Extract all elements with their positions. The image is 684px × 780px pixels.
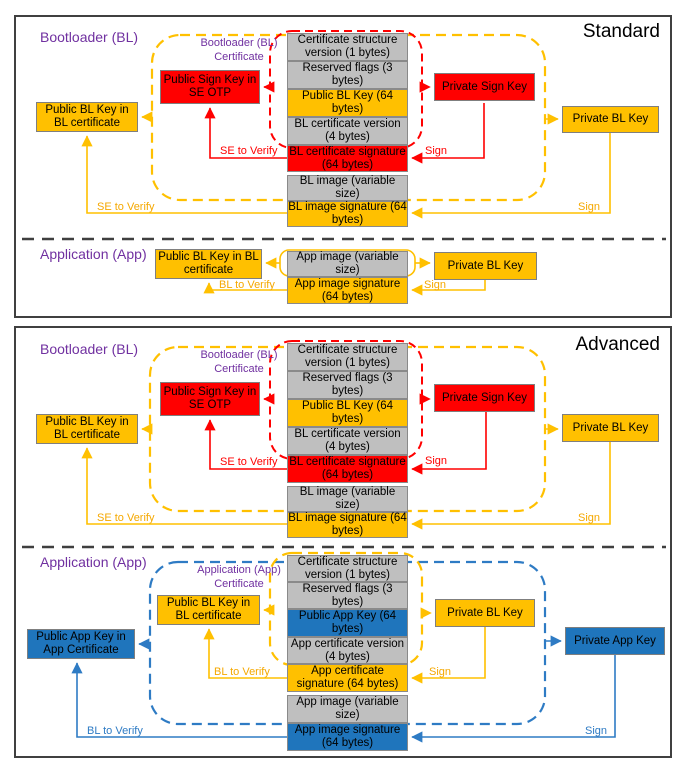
bl-certificate-label: Bootloader (BL) Certificate <box>200 349 278 375</box>
se-to-verify-label: SE to Verify <box>97 201 155 213</box>
bl-section-label: Bootloader (BL) <box>40 341 139 357</box>
sign-label: Sign <box>425 145 448 157</box>
sign-label: Sign <box>429 666 452 678</box>
public-sign-key-node: Public Sign Key in SE OTP <box>160 382 260 416</box>
bl-to-verify-label: BL to Verify <box>87 725 143 737</box>
panel-title: Advanced <box>575 334 660 355</box>
app-cert-stack-row: App certificate signature (64 bytes) <box>287 664 408 692</box>
sign-app-arrow <box>411 280 486 296</box>
se-to-verify-label: SE to Verify <box>97 512 155 524</box>
inner-public-bl-key-node: Public BL Key in BL certificate <box>157 595 260 625</box>
sign-label: Sign <box>578 201 601 213</box>
cert-stack-row: Public BL Key (64 bytes) <box>287 399 408 427</box>
bl-to-verify-label: BL to Verify <box>214 666 270 678</box>
cert-stack-row: Reserved flags (3 bytes) <box>287 371 408 399</box>
sign-label: Sign <box>578 512 601 524</box>
public-app-key-node: Public App Key in App Certificate <box>27 629 135 659</box>
app-cert-stack-row: App certificate version (4 bytes) <box>287 637 408 664</box>
image-stack-row: BL image signature (64 bytes) <box>287 201 408 227</box>
app-private-bl-key-node: Private BL Key <box>434 252 537 280</box>
cert-stack-row: Certificate structure version (1 bytes) <box>287 33 408 61</box>
se-verify-cert-arrow <box>204 107 287 159</box>
bl-verify-app-arrow <box>203 282 287 294</box>
app-private-bl-key-node: Private BL Key <box>435 599 535 627</box>
sign-image-arrow <box>411 133 611 219</box>
cert-stack-row: Reserved flags (3 bytes) <box>287 61 408 89</box>
app-cert-stack-row: Public App Key (64 bytes) <box>287 609 408 637</box>
panel-title: Standard <box>582 21 660 42</box>
cert-stack-row: BL certificate version (4 bytes) <box>287 427 408 455</box>
se-verify-image-arrow <box>81 447 287 525</box>
panel-advanced: Advanced Bootloader (BL) Bootloader (BL)… <box>14 326 672 758</box>
app-image-row: App image (variable size) <box>287 251 408 277</box>
app-cert-stack-row: Certificate structure version (1 bytes) <box>287 555 408 582</box>
sign-app-image-arrow <box>411 655 616 743</box>
sign-app-cert-arrow <box>411 627 486 684</box>
private-bl-key-node: Private BL Key <box>562 106 659 133</box>
app-image-signature-row: App image signature (64 bytes) <box>287 277 408 304</box>
private-app-key-node: Private App Key <box>565 627 665 655</box>
se-to-verify-label: SE to Verify <box>220 145 278 157</box>
cert-stack-row: BL certificate signature (64 bytes) <box>287 145 408 172</box>
private-bl-key-node: Private BL Key <box>562 414 659 442</box>
bl-section-label: Bootloader (BL) <box>40 29 139 45</box>
private-sign-key-node: Private Sign Key <box>434 384 535 412</box>
public-bl-key-node: Public BL Key in BL certificate <box>36 414 138 444</box>
private-sign-key-node: Private Sign Key <box>434 73 535 101</box>
bl-verify-app-image-arrow <box>71 662 287 738</box>
panel-standard: Standard Bootloader (BL) Bootloader (BL)… <box>14 15 672 318</box>
app-image-row: App image (variable size) <box>287 695 408 723</box>
app-cert-stack-row: Reserved flags (3 bytes) <box>287 582 408 609</box>
image-stack-row: BL image (variable size) <box>287 486 408 512</box>
cert-stack-row: Certificate structure version (1 bytes) <box>287 343 408 371</box>
cert-stack-row: BL certificate signature (64 bytes) <box>287 455 408 483</box>
cert-stack-row: Public BL Key (64 bytes) <box>287 89 408 117</box>
image-stack-row: BL image signature (64 bytes) <box>287 512 408 538</box>
sign-label: Sign <box>424 279 447 291</box>
image-stack-row: BL image (variable size) <box>287 175 408 201</box>
app-image-signature-row: App image signature (64 bytes) <box>287 723 408 751</box>
bl-verify-app-cert-arrow <box>203 628 287 679</box>
sign-label: Sign <box>425 455 448 467</box>
sign-image-arrow <box>411 442 611 530</box>
se-to-verify-label: SE to Verify <box>220 456 278 468</box>
bl-to-verify-label: BL to Verify <box>219 279 275 291</box>
se-verify-image-arrow <box>81 135 287 214</box>
se-verify-cert-arrow <box>204 419 287 470</box>
app-section-label: Application (App) <box>40 554 147 570</box>
cert-stack-row: BL certificate version (4 bytes) <box>287 117 408 145</box>
sign-cert-arrow <box>411 103 485 164</box>
bl-certificate-label: Bootloader (BL) Certificate <box>200 37 278 63</box>
app-certificate-label: Application (App) Certificate <box>197 564 281 590</box>
app-public-bl-key-node: Public BL Key in BL certificate <box>155 249 262 279</box>
sign-label: Sign <box>585 725 608 737</box>
sign-cert-arrow <box>411 412 487 475</box>
app-section-label: Application (App) <box>40 246 147 262</box>
public-sign-key-node: Public Sign Key in SE OTP <box>160 70 260 104</box>
public-bl-key-node: Public BL Key in BL certificate <box>36 102 138 132</box>
